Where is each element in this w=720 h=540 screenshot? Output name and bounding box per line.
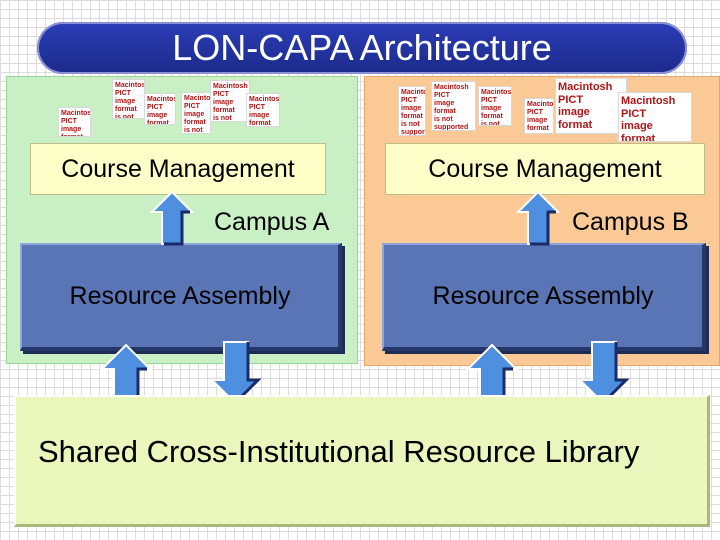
- pict-placeholder-image: Macintosh PICT image format is not suppo…: [210, 80, 250, 122]
- shared-resource-library: [14, 395, 710, 527]
- campus-b-resource-assembly: Resource Assembly: [382, 243, 706, 351]
- pict-placeholder-image: Macintosh PICT image format is not suppo…: [58, 107, 91, 137]
- campus-b-label: Campus B: [572, 208, 689, 236]
- up-arrow-icon: [516, 190, 560, 246]
- campus-b-course-management: Course Management: [385, 143, 705, 195]
- pict-placeholder-image: Macintosh PICT image format is not suppo…: [524, 98, 554, 134]
- campus-a-resource-assembly: Resource Assembly: [20, 243, 342, 351]
- pict-placeholder-image: Macintosh PICT image format is not suppo…: [398, 86, 426, 136]
- down-arrow-icon: [578, 341, 630, 406]
- pict-placeholder-image: Macintosh PICT image format is not suppo…: [431, 81, 476, 131]
- pict-placeholder-image: Macintosh PICT image format is not suppo…: [246, 93, 280, 127]
- pict-placeholder-image: Macintosh PICT image format is not suppo…: [112, 79, 145, 119]
- pict-placeholder-image: Macintosh PICT image format is not suppo…: [144, 93, 176, 125]
- up-arrow-icon: [150, 190, 194, 246]
- down-arrow-icon: [210, 341, 262, 406]
- pict-placeholder-image: Macintosh PICT image format is not suppo…: [478, 86, 512, 126]
- pict-placeholder-image: Macintosh PICT image format is not suppo…: [555, 78, 627, 134]
- page-title: LON-CAPA Architecture: [172, 27, 552, 68]
- shared-resource-library-label: Shared Cross-Institutional Resource Libr…: [38, 434, 640, 469]
- pict-placeholder-image: Macintosh PICT image format is not suppo…: [181, 92, 211, 134]
- campus-a-label: Campus A: [214, 208, 330, 236]
- campus-a-course-management: Course Management: [30, 143, 326, 195]
- title-bar: LON-CAPA Architecture: [37, 22, 687, 74]
- pict-placeholder-image: Macintosh PICT image format is not suppo…: [618, 92, 692, 142]
